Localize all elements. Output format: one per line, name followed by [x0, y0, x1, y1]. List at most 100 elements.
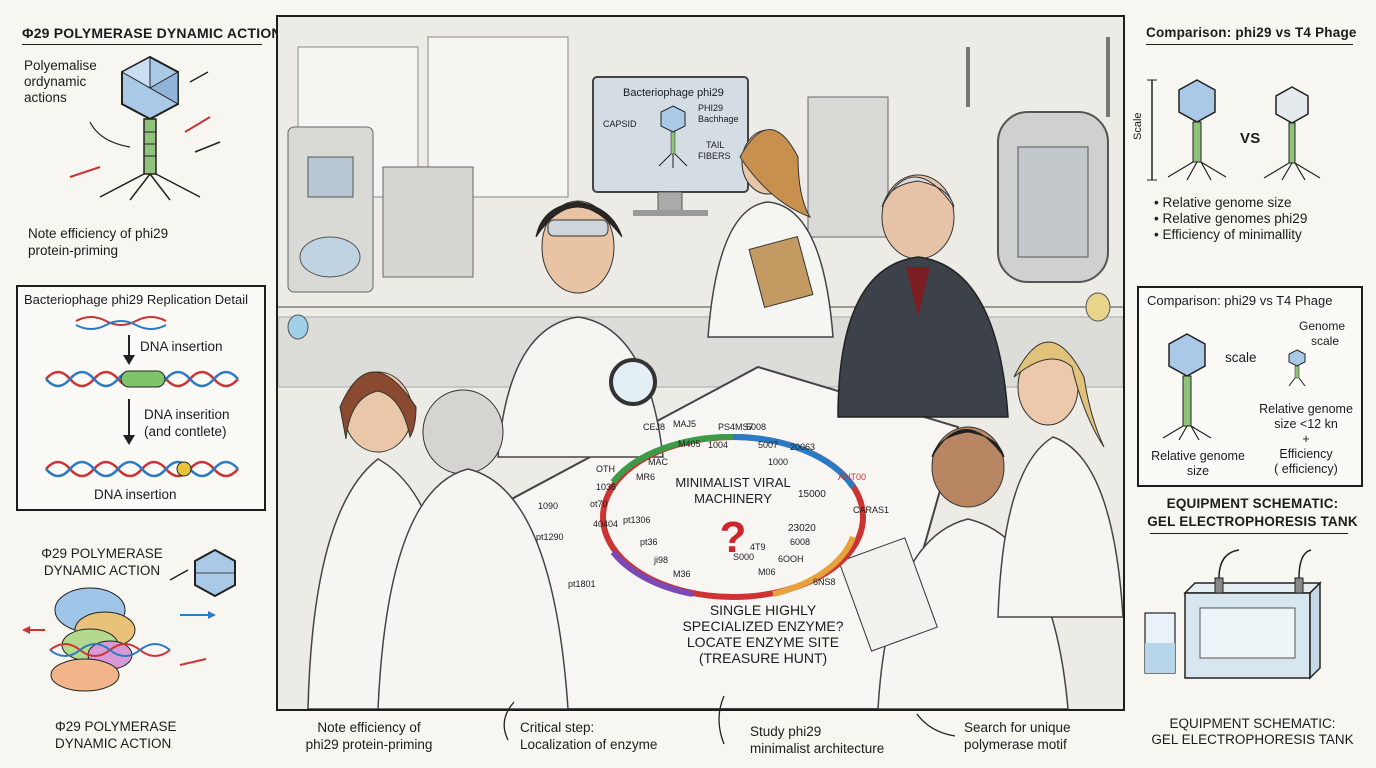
genome-label: ot70: [590, 499, 608, 509]
note-efficiency-line1: Note efficiency of phi29: [28, 226, 169, 241]
genome-label: 6008: [790, 537, 811, 547]
genome-label: 5007: [758, 440, 779, 450]
polymerase-bottom-line2: DYNAMIC ACTION: [55, 736, 172, 751]
left-title-polymerase: Φ29 POLYMERASE DYNAMIC ACTION: [22, 25, 282, 41]
equipment-bottom-line1: EQUIPMENT SCHEMATIC:: [1169, 716, 1336, 731]
comparison-plus: +: [1302, 432, 1310, 446]
genome-label: pt1801: [568, 579, 596, 589]
replication-step2-line1: DNA inserition: [144, 407, 230, 422]
genome-map-question: ?: [719, 513, 747, 562]
comparison-bullet-text: Relative genome size: [1162, 195, 1292, 210]
comparison-box-scale: scale: [1225, 350, 1257, 365]
comparison-top-underline: [1146, 44, 1353, 45]
comparison-bullet: • Efficiency of minimallity: [1154, 227, 1302, 242]
polymerase-title-line1: Φ29 POLYMERASE: [41, 546, 163, 561]
genome-label: M36: [673, 569, 691, 579]
genome-label: 1000: [768, 457, 789, 467]
genome-map-title-line2: MACHINERY: [694, 491, 772, 506]
left-title-underline: [22, 44, 262, 45]
note-polymerase-line3: actions: [24, 90, 67, 105]
replication-step1: DNA insertion: [140, 339, 223, 354]
replication-detail-panel: Bacteriophage phi29 Replication Detail D…: [16, 285, 266, 511]
phage-icon: [69, 55, 221, 201]
comparison-bullet-text: Efficiency of minimallity: [1162, 227, 1302, 242]
genome-map-circle: [600, 433, 866, 600]
monitor-tail-line1: TAIL: [706, 140, 725, 150]
caption-search-line1: Search for unique: [964, 720, 1071, 735]
genome-label: pt1306: [623, 515, 651, 525]
polymerase-blob-icon: [22, 548, 236, 692]
replication-title: Bacteriophage phi29 Replication Detail: [24, 292, 249, 307]
monitor-phage-line2: Bachhage: [698, 114, 739, 124]
comparison-bullet: • Relative genomes phi29: [1154, 211, 1308, 226]
genome-label: MR6: [636, 472, 656, 482]
genome-label: PS4MS7: [718, 422, 754, 432]
genome-label: MAJ5: [673, 419, 697, 429]
genome-label: 6NS8: [813, 577, 836, 587]
monitor-title: Bacteriophage phi29: [623, 87, 724, 99]
genome-label: ANT00: [838, 472, 867, 482]
comparison-relative-right-line2: size <12 kn: [1274, 417, 1338, 431]
note-polymerase-line1: Polyemalise: [24, 58, 97, 73]
comparison-efficiency-line2: ( efficiency): [1274, 462, 1338, 476]
equipment-top-line1: EQUIPMENT SCHEMATIC:: [1166, 496, 1339, 511]
comparison-bullet: • Relative genome size: [1154, 195, 1292, 210]
comparison-vs-label: VS: [1240, 130, 1261, 147]
polymerase-title-line2: DYNAMIC ACTION: [43, 563, 161, 578]
comparison-box-phage-icon: [1162, 333, 1306, 441]
caption-critical-line2: Localization of enzyme: [520, 737, 658, 752]
genome-label: 1004: [708, 440, 729, 450]
comparison-bullet-text: Relative genomes phi29: [1162, 211, 1308, 226]
enzyme-question-line1: SINGLE HIGHLY: [709, 602, 817, 618]
genome-label: pt36: [640, 537, 658, 547]
comparison-box-title: Comparison: phi29 vs T4 Phage: [1147, 293, 1333, 308]
equipment-top-line2: GEL ELECTROPHORESIS TANK: [1147, 514, 1358, 529]
caption-search-line2: polymerase motif: [964, 737, 1067, 752]
genome-label: 4T9: [750, 542, 766, 552]
replication-step3: DNA insertion: [94, 487, 177, 502]
caption-efficiency-line2: phi29 protein-priming: [305, 737, 433, 752]
monitor-tail-line2: FIBERS: [698, 151, 731, 161]
comparison-efficiency-line1: Efficiency: [1279, 447, 1333, 461]
genome-label: 5008: [746, 422, 767, 432]
genome-map-title-line1: MINIMALIST VIRAL: [675, 475, 791, 490]
comparison-box-panel: Comparison: phi29 vs T4 Phage Genome sca…: [1137, 286, 1363, 487]
genome-label: 20063: [790, 442, 816, 452]
enzyme-question-line3: LOCATE ENZYME SITE: [686, 634, 840, 650]
lab-scene-frame: Bacteriophage phi29 CAPSID PHI29 Bachhag…: [276, 15, 1125, 711]
polymerase-bottom-line1: Φ29 POLYMERASE: [55, 719, 177, 734]
genome-label: ji98: [654, 555, 669, 565]
replication-step2-line2: (and contlete): [144, 424, 227, 439]
genome-label: 15000: [798, 489, 826, 500]
comparison-relative-left-line2: size: [1186, 464, 1210, 478]
monitor-phage-line1: PHI29: [698, 103, 724, 113]
caption-critical-line1: Critical step:: [520, 720, 595, 735]
genome-label: 1090: [538, 501, 559, 511]
caption-study-line1: Study phi29: [750, 724, 822, 739]
caption-efficiency-line1: Note efficiency of: [317, 720, 421, 735]
note-efficiency-line2: protein-priming: [28, 243, 119, 258]
genome-label: OTH: [596, 464, 615, 474]
comparison-genome-scale-line2: scale: [1311, 334, 1340, 348]
comparison-relative-left-line1: Relative genome: [1151, 449, 1245, 463]
enzyme-question-line2: SPECIALIZED ENZYME?: [682, 618, 844, 634]
comparison-top-title: Comparison: phi29 vs T4 Phage: [1146, 25, 1357, 40]
comparison-phage-pair-icon: [1147, 79, 1321, 181]
comparison-genome-scale-line1: Genome: [1299, 319, 1346, 333]
caption-study-line2: minimalist architecture: [750, 741, 885, 756]
genome-label: MAC: [648, 457, 668, 467]
genome-label: M405: [678, 439, 701, 449]
comparison-scale-label: Scale: [1132, 112, 1144, 140]
genome-label: 6OOH: [778, 554, 804, 564]
genome-label: pt1290: [536, 532, 564, 542]
genome-label: CARAS1: [853, 505, 890, 515]
comparison-relative-right-line1: Relative genome: [1259, 402, 1353, 416]
monitor-phage-icon: [658, 105, 688, 168]
monitor-capsid-label: CAPSID: [603, 119, 637, 129]
genome-label: 23020: [788, 523, 816, 534]
genome-label: M06: [758, 567, 776, 577]
genome-label: 40404: [593, 519, 619, 529]
gel-tank-icon: [1144, 549, 1322, 680]
equipment-underline: [1150, 533, 1348, 534]
scientists-illustration: [307, 129, 1123, 709]
